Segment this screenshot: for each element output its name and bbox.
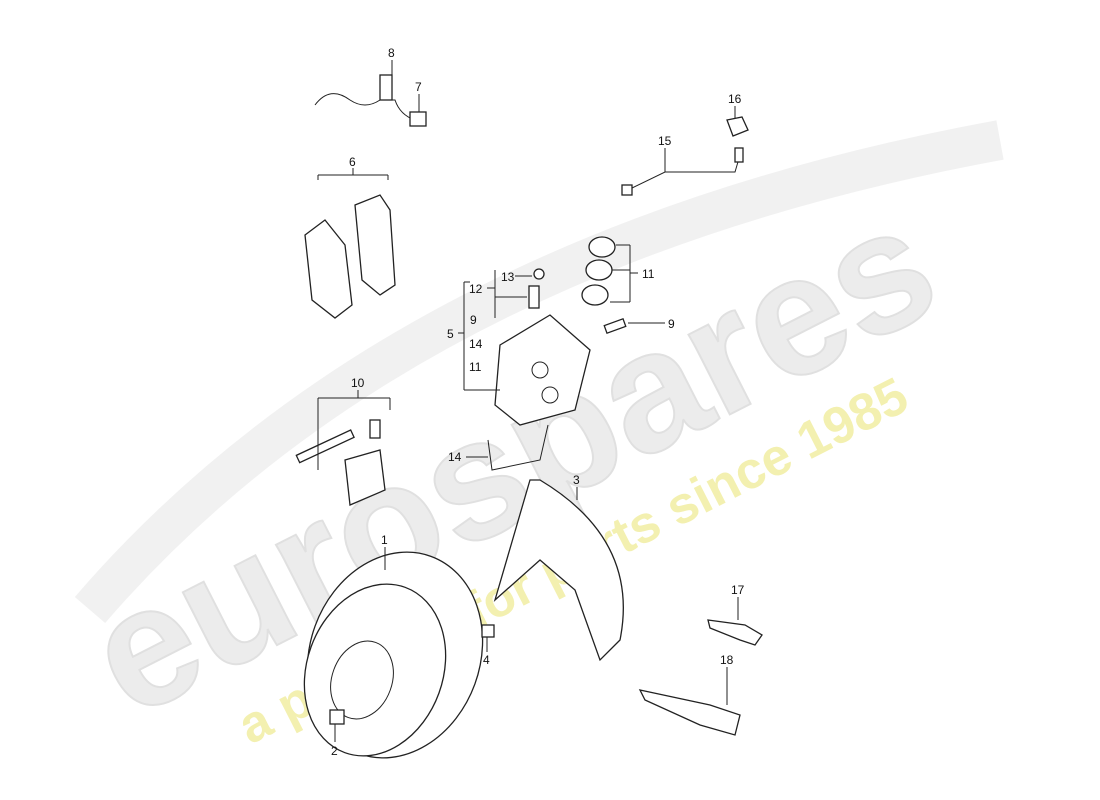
callout-9-bracket: 9	[470, 313, 477, 327]
callout-17: 17	[731, 583, 745, 597]
callout-7: 7	[415, 80, 422, 94]
callout-16: 16	[728, 92, 742, 106]
callout-2: 2	[331, 744, 338, 758]
callout-18: 18	[720, 653, 734, 667]
callout-3: 3	[573, 473, 580, 487]
brake-pads-part[interactable]	[304, 194, 396, 319]
brake-hose-part[interactable]	[487, 424, 549, 471]
callout-6: 6	[349, 155, 356, 169]
callout-9: 9	[668, 317, 675, 331]
brake-disc-part[interactable]	[279, 527, 511, 782]
wear-sensor-part[interactable]	[314, 74, 427, 127]
watermark: eurospares a passion for parts since 198…	[60, 120, 1004, 756]
callout-15: 15	[658, 134, 672, 148]
grease-tube-large[interactable]	[638, 689, 741, 736]
callout-11-seals: 11	[642, 267, 655, 281]
grease-tube-small[interactable]	[707, 619, 763, 646]
dust-shield-part[interactable]	[493, 479, 624, 662]
callout-8: 8	[388, 46, 395, 60]
leader-lines	[317, 60, 739, 742]
callout-labels: 8 7 6 16 15 13 12 11 9 5 9 14 11 10 14 3…	[331, 46, 745, 758]
callout-13: 13	[501, 270, 515, 284]
caliper-part[interactable]	[494, 236, 627, 426]
callout-11-bracket: 11	[469, 360, 482, 374]
callout-5: 5	[447, 327, 454, 341]
callout-14: 14	[448, 450, 462, 464]
callout-14-bracket: 14	[469, 337, 483, 351]
brake-line-part[interactable]	[621, 116, 749, 196]
callout-1: 1	[381, 533, 388, 547]
guide-pin-kit-part[interactable]	[295, 419, 386, 506]
callout-10: 10	[351, 376, 365, 390]
callout-4: 4	[483, 653, 490, 667]
callout-12: 12	[469, 282, 483, 296]
